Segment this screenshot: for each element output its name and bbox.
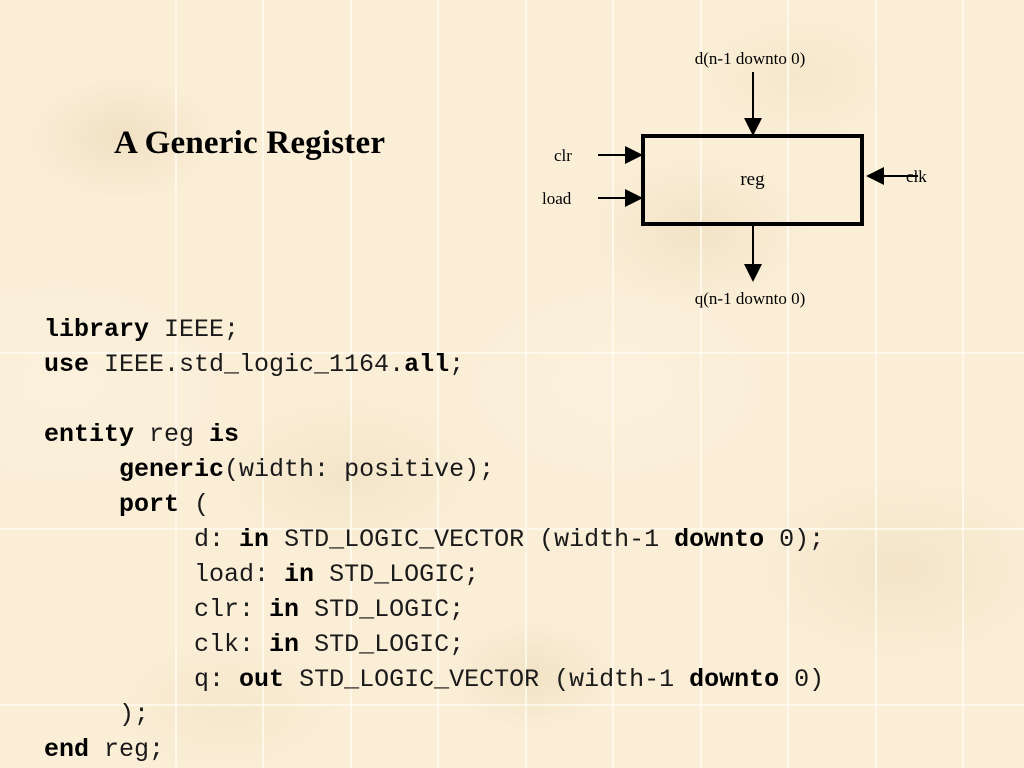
code-line: generic(width: positive); [44, 452, 824, 487]
code-indent [44, 665, 194, 694]
code-text: IEEE; [149, 315, 240, 344]
register-block: reg [641, 134, 864, 226]
code-text: ( [179, 490, 210, 519]
code-text: STD_LOGIC; [314, 560, 480, 589]
code-text: STD_LOGIC_VECTOR (width-1 [284, 665, 690, 694]
diagram-label-load-input: load [542, 189, 572, 208]
code-keyword: in [269, 595, 300, 624]
arrowhead-clk-input-icon [866, 167, 884, 185]
code-keyword: is [209, 420, 240, 449]
diagram-label-clr-input: clr [554, 146, 572, 165]
code-text: ; [449, 350, 465, 379]
code-text: STD_LOGIC; [299, 595, 465, 624]
code-line: clr: in STD_LOGIC; [44, 592, 824, 627]
code-indent [44, 455, 119, 484]
code-indent [44, 595, 194, 624]
code-line: end reg; [44, 732, 824, 767]
wire-d-input [752, 72, 754, 122]
code-line: ); [44, 697, 824, 732]
code-text: ); [119, 700, 150, 729]
code-text: 0) [779, 665, 825, 694]
code-indent [44, 490, 119, 519]
arrowhead-q-output-icon [744, 264, 762, 282]
code-text: clk: [194, 630, 270, 659]
code-keyword: port [119, 490, 180, 519]
code-keyword: use [44, 350, 90, 379]
code-text: q: [194, 665, 240, 694]
page-title: A Generic Register [114, 125, 386, 161]
diagram-label-q-output: q(n-1 downto 0) [694, 289, 806, 308]
register-block-label: reg [740, 169, 765, 190]
code-keyword: in [284, 560, 315, 589]
code-keyword: library [44, 315, 150, 344]
vhdl-code-block: library IEEE;use IEEE.std_logic_1164.all… [44, 312, 824, 767]
code-keyword: in [239, 525, 270, 554]
code-text: IEEE.std_logic_1164. [89, 350, 405, 379]
code-text: d: [194, 525, 240, 554]
code-line: use IEEE.std_logic_1164.all; [44, 347, 824, 382]
code-text: STD_LOGIC_VECTOR (width-1 [269, 525, 675, 554]
code-text [44, 385, 59, 414]
code-text: reg; [89, 735, 165, 764]
code-line: library IEEE; [44, 312, 824, 347]
code-keyword: entity [44, 420, 135, 449]
diagram-label-d-input: d(n-1 downto 0) [694, 49, 806, 68]
code-text: clr: [194, 595, 270, 624]
code-indent [44, 525, 194, 554]
diagram-label-clk-input: clk [906, 167, 927, 186]
code-line: load: in STD_LOGIC; [44, 557, 824, 592]
code-indent [44, 630, 194, 659]
code-keyword: downto [689, 665, 780, 694]
code-text: 0); [764, 525, 825, 554]
code-line: port ( [44, 487, 824, 522]
code-keyword: generic [119, 455, 225, 484]
arrowhead-d-input-icon [744, 118, 762, 136]
code-text: reg [134, 420, 210, 449]
code-line: d: in STD_LOGIC_VECTOR (width-1 downto 0… [44, 522, 824, 557]
arrowhead-load-input-icon [625, 189, 643, 207]
register-block-diagram: d(n-1 downto 0) reg clr load clk q(n-1 d… [520, 30, 980, 320]
wire-clr-input [598, 154, 632, 156]
code-text: (width: positive); [224, 455, 495, 484]
code-text: STD_LOGIC; [299, 630, 465, 659]
code-keyword: in [269, 630, 300, 659]
code-keyword: end [44, 735, 90, 764]
code-keyword: downto [674, 525, 765, 554]
code-line [44, 382, 824, 417]
wire-clk-input [884, 175, 918, 177]
code-keyword: all [404, 350, 450, 379]
code-text: load: [194, 560, 285, 589]
code-keyword: out [239, 665, 285, 694]
wire-q-output [752, 222, 754, 270]
code-line: clk: in STD_LOGIC; [44, 627, 824, 662]
code-line: entity reg is [44, 417, 824, 452]
code-indent [44, 560, 194, 589]
wire-load-input [598, 197, 632, 199]
arrowhead-clr-input-icon [625, 146, 643, 164]
code-indent [44, 700, 119, 729]
code-line: q: out STD_LOGIC_VECTOR (width-1 downto … [44, 662, 824, 697]
